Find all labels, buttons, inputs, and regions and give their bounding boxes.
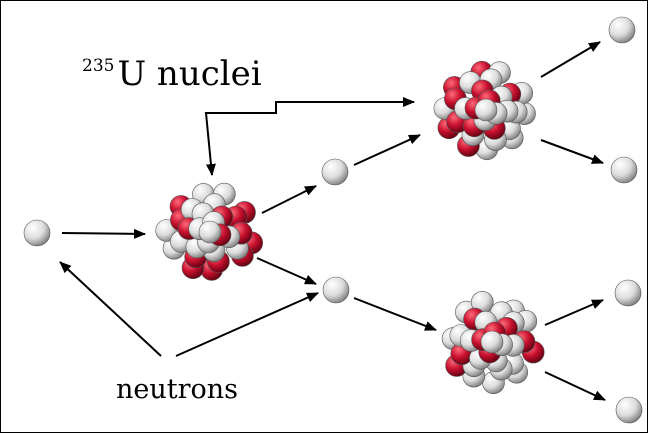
arrow-label-to-nucleus1 <box>204 112 226 176</box>
arrow-nucleus3-up <box>544 299 604 326</box>
nucleus-neutron <box>480 330 504 354</box>
arrow-nucleus3-down <box>544 371 606 401</box>
free-neutron <box>610 156 638 184</box>
free-neutron <box>23 219 51 247</box>
arrow-label-to-nucleus2 <box>226 97 415 114</box>
arrow-neutrons-label-right <box>175 292 319 357</box>
arrow-incoming-neutron <box>61 228 146 239</box>
uranium-nucleus-2 <box>433 60 536 161</box>
arrow-neutron-bottom-to-nucleus3 <box>353 297 437 331</box>
arrow-nucleus2-down <box>540 139 604 164</box>
isotope-mass-number: 235 <box>82 56 115 76</box>
uranium-nucleus-3 <box>441 290 545 395</box>
free-neutron <box>615 396 643 424</box>
arrow-nucleus2-up <box>540 41 601 78</box>
nuclei-text: U nuclei <box>117 54 262 94</box>
free-neutron <box>608 16 636 44</box>
free-neutron <box>321 158 349 186</box>
nucleus-neutron <box>198 220 222 244</box>
nucleus-neutron <box>474 98 498 122</box>
neutrons-label: neutrons <box>116 374 239 405</box>
free-neutrons <box>23 16 643 424</box>
uranium-nuclei-label: 235U nuclei <box>82 54 262 100</box>
arrow-neutrons-label-left <box>59 261 162 357</box>
free-neutron <box>614 279 642 307</box>
arrow-nucleus1-to-neutron-bottom <box>256 257 317 285</box>
free-neutron <box>322 276 350 304</box>
arrows <box>59 41 606 401</box>
arrow-neutron-top-to-nucleus2 <box>353 134 421 166</box>
uranium-nucleus-1 <box>155 182 264 281</box>
arrow-nucleus1-to-neutron-top <box>261 185 317 214</box>
